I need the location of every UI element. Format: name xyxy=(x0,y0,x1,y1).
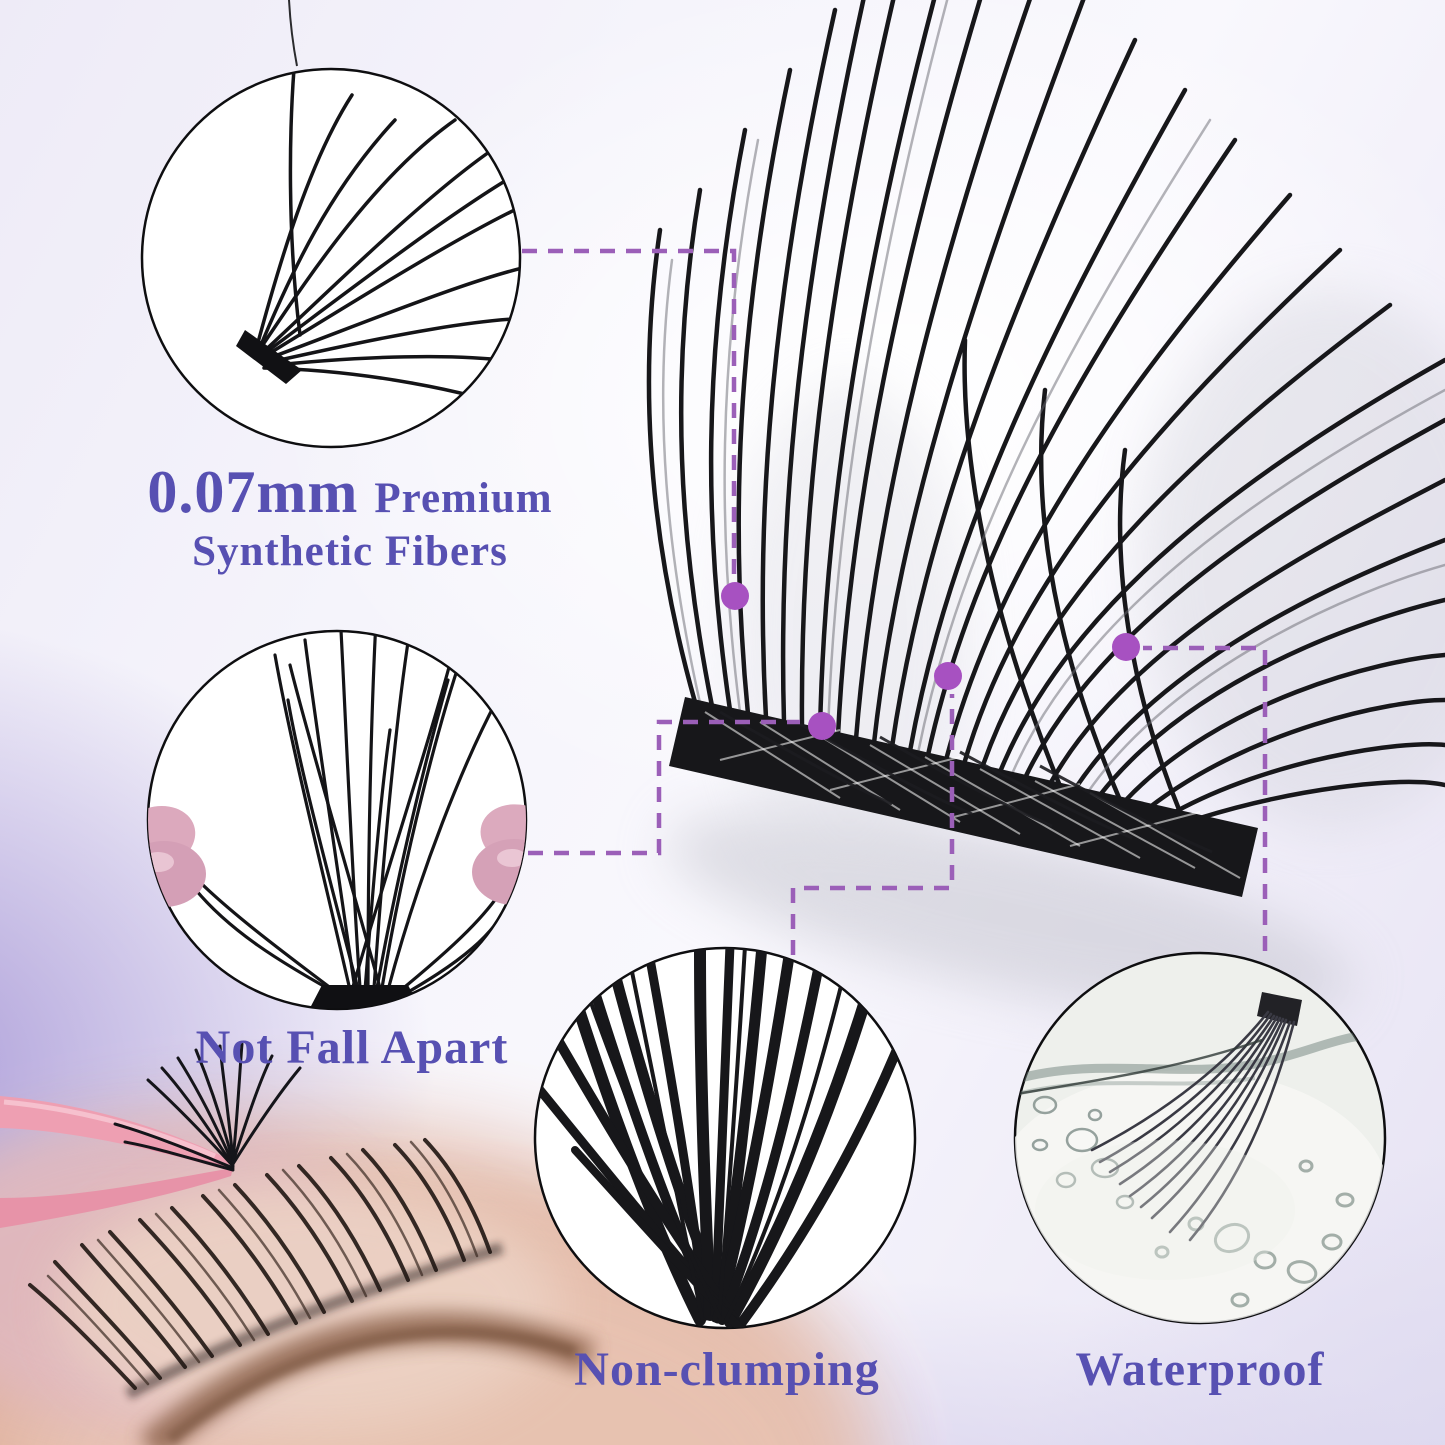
non-clumping-circle xyxy=(533,946,917,1330)
water-bubbles xyxy=(1154,1159,1355,1308)
pulled-cluster-fibers xyxy=(183,631,517,1000)
stray-fiber xyxy=(288,0,298,67)
main-lash-cluster-image xyxy=(646,0,1445,1019)
fiber-thickness-value: 0.07mm xyxy=(147,459,359,525)
connector-line-non-clumping xyxy=(790,694,955,955)
callout-dot-premium-fibers xyxy=(721,582,749,610)
submerged-fibers xyxy=(1090,1010,1296,1242)
water-splash xyxy=(1031,1095,1135,1210)
premium-fibers-label: 0.07mm Premium Synthetic Fibers xyxy=(60,458,640,576)
callout-dot-not-fall-apart xyxy=(808,712,836,740)
callout-dot-waterproof xyxy=(1112,633,1140,661)
mini-cluster-base xyxy=(310,985,420,1008)
callout-dot-non-clumping xyxy=(934,662,962,690)
not-fall-apart-circle xyxy=(146,629,528,1011)
held-lash-cluster xyxy=(113,1042,302,1172)
fiber-material-caption: Synthetic Fibers xyxy=(192,528,508,575)
connector-line-premium-fibers xyxy=(522,248,737,574)
mini-cluster-base xyxy=(236,330,302,384)
connector-line-not-fall-apart xyxy=(528,719,800,856)
macro-fibers xyxy=(535,948,910,1328)
eyelash-fan xyxy=(28,1138,492,1390)
waterproof-label: Waterproof xyxy=(1075,1343,1325,1396)
water-surface xyxy=(1015,1030,1385,1085)
cluster-base-strip xyxy=(669,697,1258,897)
non-clumping-label: Non-clumping xyxy=(574,1343,880,1396)
premium-fibers-circle xyxy=(140,0,522,449)
cluster-fibers xyxy=(646,0,1445,821)
waterproof-circle xyxy=(1013,951,1387,1325)
right-tweezer-tip-icon xyxy=(472,753,526,905)
not-fall-apart-label: Not Fall Apart xyxy=(195,1021,509,1074)
fiber-thickness-caption: Premium xyxy=(374,475,553,522)
